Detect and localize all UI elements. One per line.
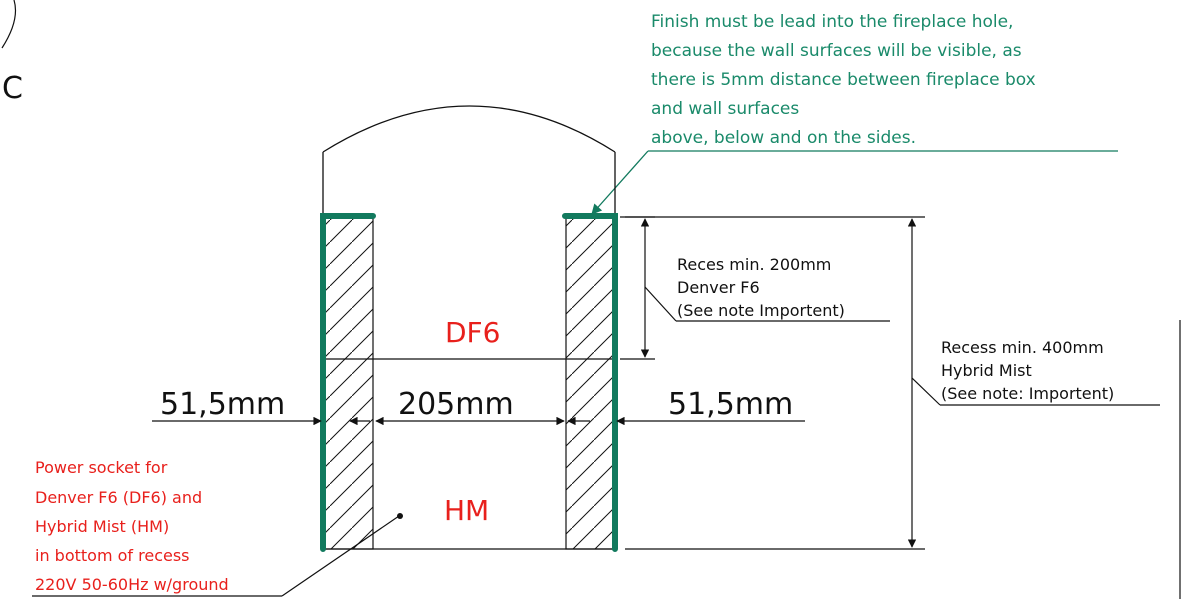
- left-width-label: 51,5mm: [160, 387, 285, 422]
- finish-note-line-4: and wall surfaces: [651, 99, 799, 119]
- center-width-label: 205mm: [398, 387, 514, 422]
- power-note-line-4: in bottom of recess: [35, 546, 190, 565]
- finish-note-line-1: Finish must be lead into the fireplace h…: [651, 12, 1013, 32]
- right-finish-edge: [562, 213, 618, 552]
- power-note-line-1: Power socket for: [35, 458, 168, 477]
- df6-recess-line-1: Reces min. 200mm: [677, 255, 831, 274]
- right-wall-hatch: [565, 216, 616, 550]
- finish-note-leader: [591, 150, 649, 215]
- power-note: Power socket for Denver F6 (DF6) and Hyb…: [35, 458, 229, 594]
- finish-note-line-2: because the wall surfaces will be visibl…: [651, 41, 1022, 61]
- hm-recess-line-3: (See note: Importent): [941, 384, 1114, 403]
- wall-finish-edges: [320, 213, 618, 552]
- section-letter: C: [2, 71, 23, 106]
- left-wall-hatch: [322, 216, 374, 550]
- hm-recess-line-2: Hybrid Mist: [941, 361, 1032, 380]
- finish-note: Finish must be lead into the fireplace h…: [651, 12, 1036, 148]
- hm-recess-note: Recess min. 400mm Hybrid Mist (See note:…: [941, 338, 1114, 403]
- power-note-line-2: Denver F6 (DF6) and: [35, 488, 202, 507]
- hm-label: HM: [444, 494, 489, 527]
- power-note-leader: [281, 515, 400, 597]
- hm-recess-line-1: Recess min. 400mm: [941, 338, 1104, 357]
- df6-label: DF6: [445, 316, 500, 349]
- df6-recess-line-3: (See note Importent): [677, 301, 845, 320]
- detail-circle-arc: [1, 0, 17, 49]
- hm-depth-dimension: [625, 216, 1160, 550]
- power-note-line-5: 220V 50-60Hz w/ground: [35, 575, 229, 594]
- finish-note-line-3: there is 5mm distance between fireplace …: [651, 70, 1036, 90]
- power-note-line-3: Hybrid Mist (HM): [35, 517, 169, 536]
- left-finish-edge: [320, 213, 376, 552]
- fireplace-arch: [322, 105, 616, 153]
- finish-note-line-5: above, below and on the sides.: [651, 128, 916, 148]
- df6-recess-note: Reces min. 200mm Denver F6 (See note Imp…: [677, 255, 845, 320]
- df6-recess-line-2: Denver F6: [677, 278, 760, 297]
- right-width-label: 51,5mm: [668, 387, 793, 422]
- power-socket-dot: [397, 513, 403, 519]
